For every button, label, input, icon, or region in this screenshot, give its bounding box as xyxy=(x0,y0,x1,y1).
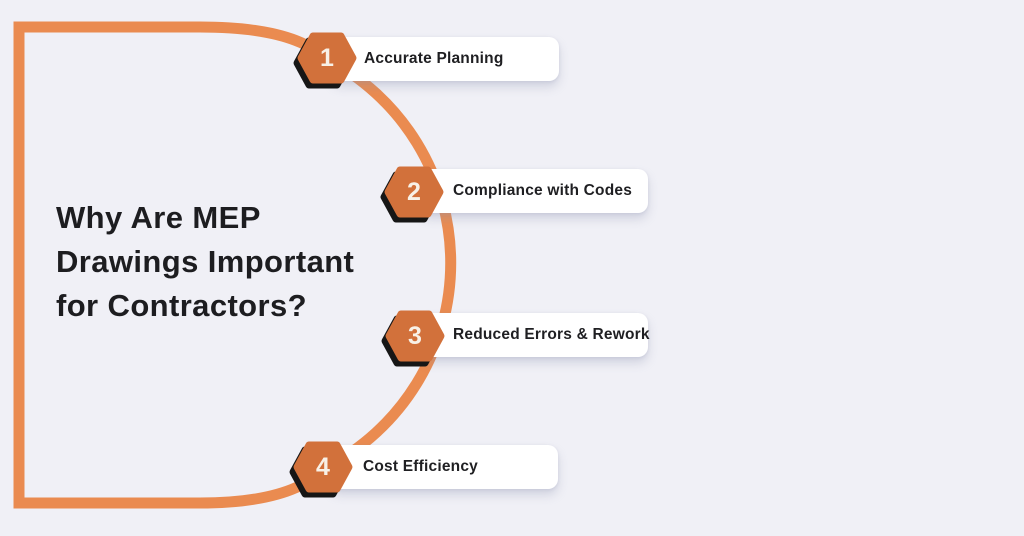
item-card-2: Compliance with Codes xyxy=(420,169,648,213)
hexagon-badge-1: 1 xyxy=(292,32,358,90)
item-label-2: Compliance with Codes xyxy=(453,182,633,199)
title-line-3: for Contractors? xyxy=(56,288,307,323)
hexagon-badge-2: 2 xyxy=(379,166,445,224)
item-label-3: Reduced Errors & Rework xyxy=(453,326,650,343)
item-label-1: Accurate Planning xyxy=(364,50,504,67)
title-line-2: Drawings Important xyxy=(56,244,355,279)
item-number-4: 4 xyxy=(316,452,330,481)
item-card-3: Reduced Errors & Rework xyxy=(420,313,650,357)
item-number-1: 1 xyxy=(320,43,334,72)
hexagon-badge-3: 3 xyxy=(380,310,446,368)
item-number-3: 3 xyxy=(408,321,422,350)
hexagon-icon xyxy=(293,32,357,89)
item-number-2: 2 xyxy=(407,177,421,206)
item-card-1: Accurate Planning xyxy=(331,37,559,81)
page-title: Why Are MEP Drawings Important for Contr… xyxy=(56,196,354,328)
hexagon-icon xyxy=(381,310,445,367)
hexagon-icon xyxy=(380,166,444,223)
title-line-1: Why Are MEP xyxy=(56,200,261,235)
item-card-4: Cost Efficiency xyxy=(330,445,558,489)
hexagon-badge-4: 4 xyxy=(288,441,354,499)
hexagon-icon xyxy=(289,441,353,498)
item-label-4: Cost Efficiency xyxy=(363,458,478,475)
